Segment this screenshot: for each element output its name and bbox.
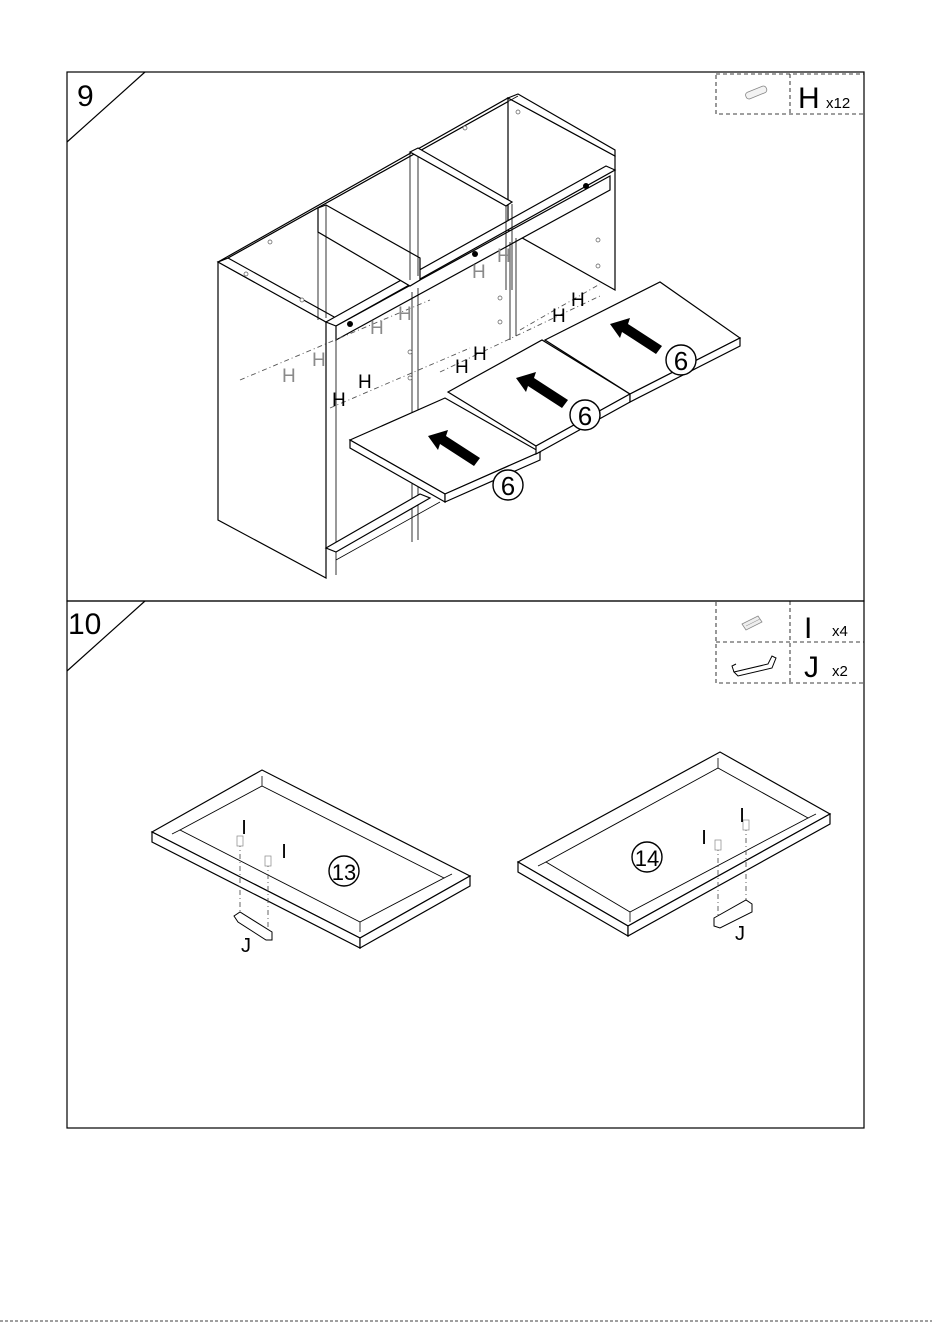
- hardware-label-h: H: [571, 290, 585, 311]
- screw-label-i: I: [241, 817, 247, 839]
- screw-label-i: I: [701, 827, 707, 849]
- hardware-label-h: H: [398, 304, 412, 325]
- hardware-label-h: H: [473, 344, 487, 365]
- handle-label-j: J: [735, 923, 745, 945]
- dowel-icon: [745, 85, 768, 100]
- svg-text:6: 6: [578, 401, 592, 431]
- callout-door-13: 13: [329, 856, 359, 886]
- svg-text:6: 6: [501, 471, 515, 501]
- step-9-frame: [67, 72, 864, 601]
- door-14: I I J 14: [518, 752, 830, 945]
- divider-left-top: [318, 205, 420, 286]
- door-13-handle: [234, 912, 272, 940]
- handle-label-j: J: [241, 935, 251, 957]
- part-h-qty: x12: [826, 95, 850, 112]
- svg-text:6: 6: [674, 346, 688, 376]
- door-13: I I J 13: [152, 770, 470, 957]
- step-9-parts-box: H x12: [716, 74, 864, 115]
- callout-shelf-left: 6: [493, 470, 523, 501]
- step-10-panel: 10 I x4 J x2: [67, 601, 864, 1128]
- step-9-panel: 9 H x12: [67, 72, 864, 601]
- svg-text:14: 14: [635, 846, 659, 871]
- hardware-label-h: H: [472, 262, 486, 283]
- hardware-label-h: H: [282, 366, 296, 387]
- screw-icon: [742, 616, 762, 630]
- svg-text:13: 13: [332, 860, 356, 885]
- part-j-letter: J: [804, 651, 819, 684]
- part-j-qty: x2: [832, 663, 848, 680]
- hardware-label-h: H: [332, 390, 346, 411]
- callout-door-14: 14: [632, 842, 662, 872]
- screw-label-i: I: [281, 841, 287, 863]
- handle-icon: [732, 656, 776, 676]
- hardware-label-h: H: [370, 318, 384, 339]
- step-10-number: 10: [68, 608, 101, 641]
- hardware-label-h: H: [552, 306, 566, 327]
- hardware-label-h: H: [497, 246, 511, 267]
- step-10-parts-box: I x4 J x2: [716, 601, 864, 684]
- part-i-letter: I: [804, 612, 812, 645]
- callout-shelf-right: 6: [666, 345, 696, 376]
- hardware-label-h: H: [312, 350, 326, 371]
- hardware-label-h: H: [358, 372, 372, 393]
- hardware-label-h: H: [455, 357, 469, 378]
- step-9-number: 9: [77, 80, 94, 113]
- door-14-handle: [714, 900, 752, 928]
- part-i-qty: x4: [832, 623, 848, 640]
- callout-shelf-middle: 6: [570, 400, 600, 431]
- cabinet-drawing: [218, 94, 740, 578]
- screw-label-i: I: [739, 805, 745, 827]
- part-h-letter: H: [798, 82, 820, 115]
